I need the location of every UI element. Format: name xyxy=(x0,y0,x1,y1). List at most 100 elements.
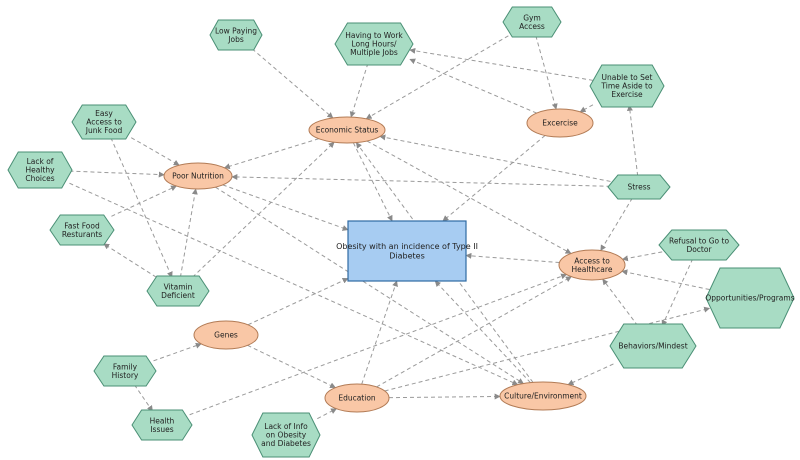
node-label-line: Exercise xyxy=(611,90,643,99)
node-label-line: Gym xyxy=(523,13,541,22)
node-label-line: Deficient xyxy=(161,291,195,300)
edge-lack-info-to-education xyxy=(317,408,337,420)
edge-culture-environment-to-central xyxy=(434,280,531,383)
node-label-line: Long Hours/ xyxy=(351,40,397,49)
edge-excercise-to-central xyxy=(442,135,546,222)
node-shape xyxy=(49,214,115,246)
edge-access-healthcare-to-central xyxy=(465,252,560,264)
edge-education-to-culture-environment xyxy=(388,393,501,400)
node-label-line: Fast Food xyxy=(64,221,100,230)
node-label-line: Low Paying xyxy=(215,26,257,35)
node-label-line: Resturants xyxy=(62,230,102,239)
node-label-line: Obesity with an incidence of Type II xyxy=(336,242,478,251)
node-label-line: Opportunities/Programs xyxy=(705,294,794,303)
node-shape xyxy=(209,19,263,51)
node-label-line: Vitamin xyxy=(164,282,193,291)
edges xyxy=(69,35,711,420)
edge-lack-healthy-choices-to-culture-environment xyxy=(69,182,519,386)
node-shape xyxy=(502,6,562,38)
edge-work-long-hours-to-economic-status xyxy=(349,63,369,118)
edge-economic-status-to-central xyxy=(352,142,393,222)
node-label-line: Culture/Environment xyxy=(504,392,582,401)
node-label-line: Refusal to Go to xyxy=(669,236,729,245)
edge-vitamin-deficient-to-economic-status xyxy=(192,141,335,278)
node-label-line: Issues xyxy=(150,425,173,434)
node-shape xyxy=(163,162,233,190)
edge-excercise-to-work-long-hours xyxy=(409,58,537,114)
node-label-line: Healthy xyxy=(25,166,55,175)
node-shape xyxy=(93,355,157,387)
edge-education-to-central xyxy=(361,280,398,385)
node-label-line: Lack of Info xyxy=(264,422,308,431)
node-label-line: Poor Nutrition xyxy=(172,172,224,181)
edge-poor-nutrition-to-culture-environment xyxy=(215,186,524,384)
node-economic-status: Economic Status xyxy=(308,116,386,144)
node-label-line: Behaviors/Mindest xyxy=(618,342,687,351)
nodes: Obesity with an incidence of Type IIDiab… xyxy=(7,6,795,458)
node-education: Education xyxy=(324,383,390,413)
edge-easy-access-junk-to-poor-nutrition xyxy=(130,137,180,166)
node-opportunities: Opportunities/Programs xyxy=(705,267,795,329)
node-label-line: Time Aside to xyxy=(600,82,653,91)
edge-genes-to-education xyxy=(247,344,337,389)
edge-education-to-access-healthcare xyxy=(376,276,572,388)
node-label-line: Choices xyxy=(25,174,54,183)
node-excercise: Excercise xyxy=(526,108,594,138)
edge-stress-to-economic-status xyxy=(379,134,611,182)
node-label-line: Economic Status xyxy=(316,126,379,135)
node-label-line: Genes xyxy=(214,331,238,340)
node-shape xyxy=(607,174,671,200)
node-shape xyxy=(251,412,321,458)
node-shape xyxy=(558,249,626,281)
node-label-line: History xyxy=(112,371,139,380)
node-label-line: Family xyxy=(113,362,138,371)
node-shape xyxy=(499,381,587,411)
node-central: Obesity with an incidence of Type IIDiab… xyxy=(336,220,478,282)
edge-easy-access-junk-to-vitamin-deficient xyxy=(110,137,173,278)
node-label-line: Access to xyxy=(574,256,610,265)
edge-genes-to-central xyxy=(247,277,349,326)
edge-gym-access-to-excercise xyxy=(535,35,558,110)
edge-vitamin-deficient-to-fast-food xyxy=(103,243,157,278)
node-shape xyxy=(193,320,259,350)
node-label-line: Jobs xyxy=(227,35,244,44)
node-poor-nutrition: Poor Nutrition xyxy=(163,162,233,190)
node-shape xyxy=(658,229,740,261)
node-label-line: Diabetes xyxy=(389,251,425,260)
node-label-line: and Diabetes xyxy=(261,439,311,448)
edge-poor-nutrition-to-central xyxy=(222,184,349,231)
node-label-line: Easy xyxy=(95,109,113,118)
edge-family-history-to-genes xyxy=(153,342,202,362)
node-label-line: Having to Work xyxy=(345,31,403,40)
node-label-line: Stress xyxy=(627,183,650,192)
node-label-line: Health xyxy=(150,416,175,425)
node-label-line: Excercise xyxy=(542,119,578,128)
edge-unable-set-time-to-excercise xyxy=(579,104,594,113)
node-stress: Stress xyxy=(607,174,671,200)
edge-economic-status-to-poor-nutrition xyxy=(223,138,319,170)
node-label-line: Unable to Set xyxy=(602,73,653,82)
node-shape xyxy=(146,275,210,307)
node-label-line: Healthcare xyxy=(572,265,613,274)
node-shape xyxy=(589,64,665,108)
edge-stress-to-unable-set-time xyxy=(626,104,639,177)
node-shape xyxy=(526,108,594,138)
node-label-line: Multiple Jobs xyxy=(350,48,398,57)
edge-refusal-doctor-to-behaviors-mindset xyxy=(661,258,694,327)
edge-fast-food-to-poor-nutrition xyxy=(111,185,177,217)
node-shape xyxy=(705,267,795,329)
edge-unable-set-time-to-work-long-hours xyxy=(409,47,594,81)
node-shape xyxy=(71,104,137,140)
edge-refusal-doctor-to-access-healthcare xyxy=(621,251,663,262)
